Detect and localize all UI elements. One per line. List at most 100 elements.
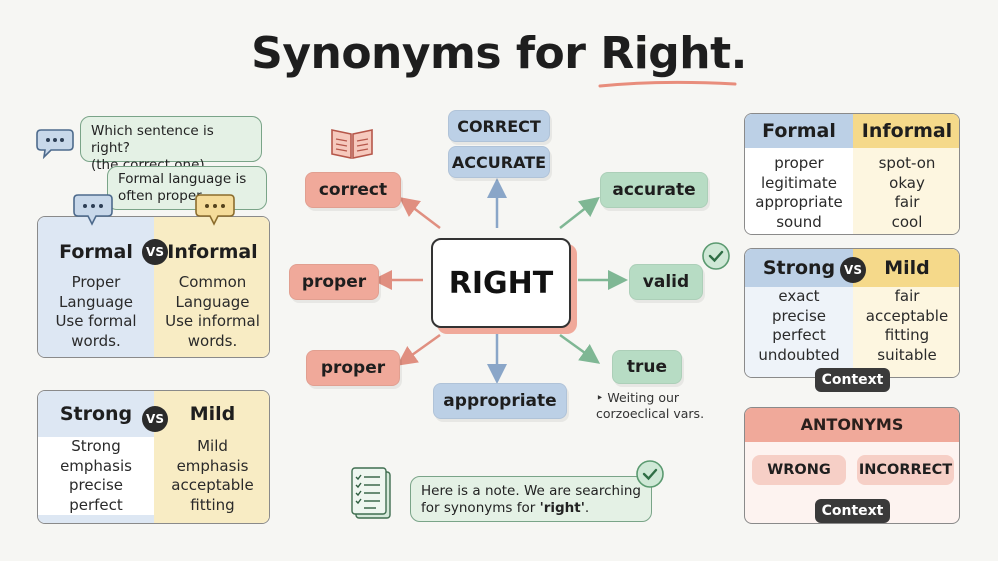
strong-line: precise	[68, 476, 124, 494]
informal-line: Common	[178, 273, 247, 291]
synonym-proper-lower: proper	[306, 350, 400, 386]
informal-line-right: cool	[891, 212, 923, 231]
informal-column-right: Informal spot-on okay fair cool	[853, 114, 959, 234]
mild-line: emphasis	[176, 456, 249, 475]
formal-line-right: legitimate	[760, 173, 838, 192]
strong-column: Strong Strong emphasis precise perfect	[38, 391, 154, 523]
synonym-appropriate: appropriate	[433, 383, 567, 419]
chat-bubble-icon	[36, 129, 74, 160]
strong-column-right: Strong exact precise perfect undoubted	[745, 249, 853, 377]
informal-line: Use informal	[165, 312, 260, 330]
formal-informal-card-right: Formal proper legitimate appropriate sou…	[744, 113, 960, 235]
formal-bubble: Formal language is often proper.	[107, 166, 267, 210]
vs-badge: VS	[142, 406, 168, 432]
strong-line-right: undoubted	[758, 345, 840, 364]
center-word: RIGHT	[431, 238, 571, 328]
note-line2: for synonyms for 'right'.	[421, 500, 641, 517]
true-note: ‣ Weiting our corzoeclical vars.	[596, 390, 726, 422]
mild-line-right: fitting	[884, 326, 930, 344]
formal-column: Formal Proper Language Use formal words.	[38, 217, 154, 357]
context-button[interactable]: Context	[815, 499, 890, 523]
strong-heading: Strong	[59, 403, 133, 425]
synonym-true: true	[612, 350, 682, 384]
strong-line: emphasis	[60, 456, 132, 475]
strong-mild-card-left: Strong Strong emphasis precise perfect M…	[37, 390, 270, 524]
informal-column: Informal Common Language Use informal wo…	[154, 217, 269, 357]
arrow-lower-right	[559, 333, 601, 364]
formal-line-right: sound	[776, 212, 822, 231]
informal-heading: Informal	[167, 241, 258, 263]
formal-heading-right: Formal	[745, 114, 853, 148]
note-bubble: Here is a note. We are searching for syn…	[410, 476, 652, 522]
formal-column-right: Formal proper legitimate appropriate sou…	[745, 114, 853, 234]
strong-line-right: exact	[778, 287, 820, 305]
formal-line-right: proper	[774, 154, 824, 172]
vs-badge: VS	[142, 239, 168, 265]
mild-column-right: Mild fair acceptable fitting suitable	[853, 249, 959, 377]
mild-column: Mild Mild emphasis acceptable fitting	[154, 391, 269, 523]
question-line1: Which sentence is right?	[91, 123, 214, 156]
formal-informal-card-left: Formal Proper Language Use formal words.…	[37, 216, 270, 358]
formal-line-right: appropriate	[755, 193, 843, 211]
true-note-line1: ‣ Weiting our	[596, 390, 680, 405]
check-circle-icon	[636, 460, 664, 488]
formal-line2: often proper.	[118, 188, 205, 204]
synonym-correct-upper: CORRECT	[448, 110, 550, 142]
informal-line: words.	[187, 331, 238, 350]
mild-line-right: suitable	[877, 345, 937, 364]
book-icon	[331, 129, 373, 159]
informal-line-right: spot-on	[878, 154, 936, 172]
mild-line: fitting	[190, 495, 235, 514]
strong-line: perfect	[69, 495, 123, 514]
title-highlight: Right	[600, 28, 731, 79]
mild-heading: Mild	[189, 403, 236, 425]
vs-badge: VS	[840, 257, 866, 283]
strong-line-right: perfect	[772, 326, 826, 344]
arrow-upper-left	[399, 196, 441, 229]
chat-bubble-icon	[73, 194, 113, 226]
informal-line: Language	[175, 292, 250, 311]
strong-line-right: precise	[771, 306, 827, 325]
mild-line-right: acceptable	[865, 306, 949, 325]
synonym-correct: correct	[305, 172, 401, 208]
strong-line: Strong	[71, 437, 121, 455]
title-period: .	[730, 28, 748, 79]
formal-line1: Formal language is	[118, 171, 247, 187]
informal-heading-right: Informal	[853, 114, 959, 148]
note-suffix: .	[584, 500, 590, 516]
checklist-icon	[351, 467, 391, 519]
true-note-line2: corzoeclical vars.	[596, 406, 705, 421]
mild-line: acceptable	[171, 476, 254, 494]
synonym-accurate-upper: ACCURATE	[448, 146, 550, 178]
formal-line: Language	[58, 292, 134, 311]
mild-line: Mild	[197, 437, 228, 455]
page-title: Synonyms for Right.	[0, 28, 998, 79]
strong-heading-right: Strong	[745, 249, 853, 287]
synonym-accurate: accurate	[600, 172, 708, 208]
arrow-lower-left	[396, 333, 441, 366]
antonym-incorrect: INCORRECT	[857, 455, 954, 485]
synonym-proper-left: proper	[289, 264, 379, 300]
mild-line-right: fair	[894, 287, 920, 305]
chat-bubble-icon	[195, 194, 235, 226]
informal-line-right: fair	[894, 193, 920, 211]
note-keyword: 'right'	[539, 500, 585, 516]
context-button[interactable]: Context	[815, 368, 890, 392]
arrow-upper-right	[559, 196, 600, 229]
note-line1: Here is a note. We are searching	[421, 483, 641, 499]
question-bubble: Which sentence is right? (the correct on…	[80, 116, 262, 173]
formal-line: Use formal	[55, 312, 137, 330]
mild-heading-right: Mild	[853, 249, 959, 287]
synonym-valid: valid	[629, 264, 703, 300]
formal-line: Proper	[71, 273, 121, 291]
note-prefix: for synonyms for	[421, 500, 540, 516]
title-text: Synonyms for	[251, 28, 601, 79]
informal-line-right: okay	[889, 173, 925, 192]
check-circle-icon	[702, 242, 730, 270]
antonyms-heading: ANTONYMS	[745, 408, 959, 442]
strong-mild-card-right: Strong exact precise perfect undoubted M…	[744, 248, 960, 378]
antonym-wrong: WRONG	[752, 455, 846, 485]
formal-heading: Formal	[59, 241, 133, 263]
